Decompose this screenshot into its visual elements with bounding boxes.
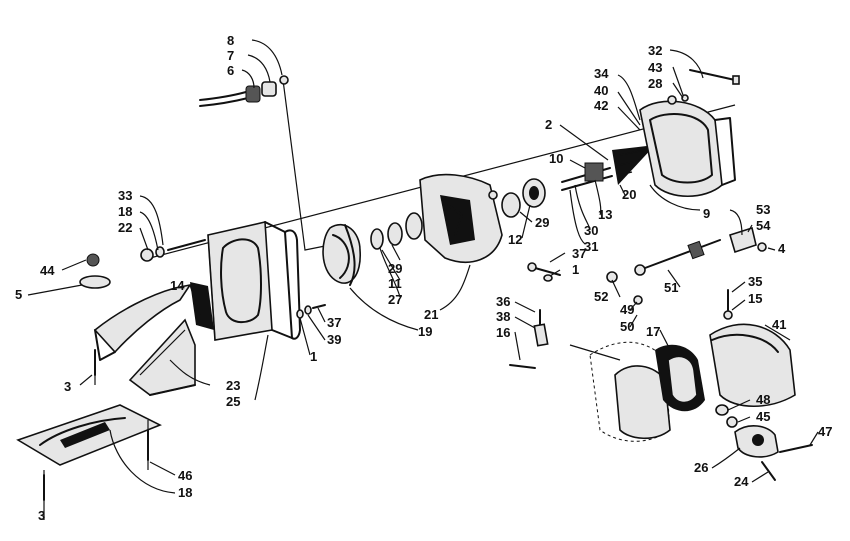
callout-12: 12: [508, 232, 522, 247]
callout-13: 13: [598, 207, 612, 222]
callout-14: 14: [170, 278, 185, 293]
callout-50: 50: [620, 319, 634, 334]
steering-linkage: [606, 226, 767, 283]
callout-35: 35: [748, 274, 762, 289]
callout-49: 49: [620, 302, 634, 317]
callout-31: 31: [584, 239, 598, 254]
callout-9: 9: [703, 206, 710, 221]
leader-lines: [27, 39, 819, 500]
impeller-shaft: [561, 162, 613, 191]
nozzle-deflector: [709, 323, 796, 408]
intake-ramp: [79, 253, 192, 361]
pump-housing: [419, 173, 503, 263]
callout-10: 10: [549, 151, 563, 166]
callout-30: 30: [584, 223, 598, 238]
callout-11: 11: [388, 276, 402, 291]
callout-19: 19: [418, 324, 432, 339]
callout-16: 16: [496, 325, 510, 340]
callout-51: 51: [664, 280, 678, 295]
callout-3-upper: 3: [64, 379, 71, 394]
callout-labels: 8 7 6 32 43 28 34 40 42 2 10 20 13 9 30 …: [15, 33, 832, 523]
callout-48: 48: [756, 392, 770, 407]
callout-1-right: 1: [572, 262, 579, 277]
callout-7: 7: [227, 48, 234, 63]
callout-4: 4: [778, 241, 786, 256]
pump-intake-housing: [190, 221, 301, 341]
callout-1-left: 1: [310, 349, 317, 364]
callout-36: 36: [496, 294, 510, 309]
callout-40: 40: [594, 83, 608, 98]
callout-5: 5: [15, 287, 22, 302]
callout-33: 33: [118, 188, 132, 203]
fasteners-right: [509, 262, 733, 369]
impeller: [322, 223, 361, 286]
callout-15: 15: [748, 291, 762, 306]
callout-25: 25: [226, 394, 240, 409]
callout-22: 22: [118, 220, 132, 235]
callout-47: 47: [818, 424, 832, 439]
callout-43: 43: [648, 60, 662, 75]
callout-6: 6: [227, 63, 234, 78]
callout-32: 32: [648, 43, 662, 58]
steering-ring: [655, 344, 705, 412]
callout-8: 8: [227, 33, 234, 48]
callout-21: 21: [424, 307, 438, 322]
callout-44: 44: [40, 263, 55, 278]
callout-42: 42: [594, 98, 608, 113]
venturi-housing: [639, 69, 740, 197]
callout-17: 17: [646, 324, 660, 339]
callout-26: 26: [694, 460, 708, 475]
callout-20: 20: [622, 187, 636, 202]
impeller-rings: [370, 212, 423, 250]
grate-bracket: [128, 318, 196, 396]
callout-18-lower: 18: [178, 485, 192, 500]
speedometer-line: [282, 79, 331, 251]
fasteners-left: [43, 239, 326, 501]
callout-2: 2: [545, 117, 552, 132]
callout-34: 34: [594, 66, 609, 81]
callout-46: 46: [178, 468, 192, 483]
callout-53: 53: [756, 202, 770, 217]
trim-bracket: [715, 404, 813, 481]
ride-plate: [16, 350, 162, 520]
callout-41: 41: [772, 317, 786, 332]
callout-54: 54: [756, 218, 771, 233]
speedometer-cable: [199, 75, 289, 107]
callout-45: 45: [756, 409, 770, 424]
venturi-cone: [612, 145, 655, 185]
pump-bearings: [501, 178, 546, 218]
callout-39: 39: [327, 332, 341, 347]
callout-23: 23: [226, 378, 240, 393]
steering-nozzle-housing: [569, 341, 671, 442]
callout-29-upper: 29: [535, 215, 549, 230]
callout-29-lower: 29: [388, 261, 402, 276]
callout-52: 52: [594, 289, 608, 304]
callout-28: 28: [648, 76, 662, 91]
callout-37-left: 37: [327, 315, 341, 330]
callout-37-right: 37: [572, 246, 586, 261]
callout-38: 38: [496, 309, 510, 324]
callout-27: 27: [388, 292, 402, 307]
callout-24: 24: [734, 474, 749, 489]
callout-3-lower: 3: [38, 508, 45, 523]
callout-18-upper: 18: [118, 204, 132, 219]
